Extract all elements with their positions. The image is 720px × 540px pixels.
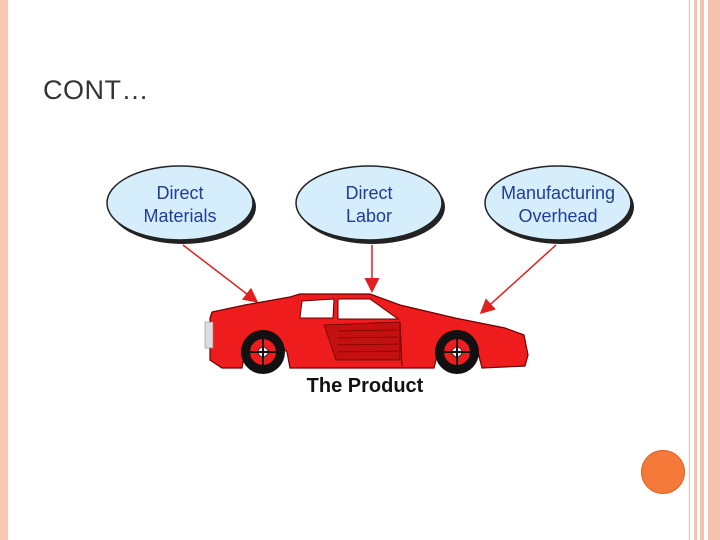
- car-rear-wheel: [241, 330, 285, 374]
- bubble: [484, 165, 632, 241]
- car-window-front: [337, 298, 400, 320]
- product-label: The Product: [307, 375, 424, 397]
- car-rear-grille: [204, 321, 214, 349]
- arrow-materials-to-product: [182, 244, 259, 303]
- bubble: [295, 165, 443, 241]
- border-stripe: [694, 0, 697, 540]
- red-sports-car-icon: [204, 293, 529, 374]
- node-label-line2: Labor: [346, 206, 392, 226]
- node-label-line1: Manufacturing: [501, 183, 615, 203]
- node-label-line1: Direct: [156, 183, 203, 203]
- border-stripe: [700, 0, 704, 540]
- car-window-rear: [299, 298, 335, 319]
- decorative-orange-dot: [641, 450, 685, 494]
- slide-border-left: [0, 0, 8, 540]
- car-side-intake: [323, 321, 401, 361]
- node-label-line1: Direct: [345, 183, 392, 203]
- slide-title: CONT…: [43, 75, 149, 105]
- bubble: [106, 165, 254, 241]
- node-label-line2: Materials: [143, 206, 216, 226]
- car-front-wheel: [435, 330, 479, 374]
- slide-border-right: [689, 0, 720, 540]
- border-stripe: [708, 0, 720, 540]
- node-direct-materials: Direct Materials: [106, 165, 256, 244]
- node-label-line2: Overhead: [518, 206, 597, 226]
- node-manufacturing-overhead: Manufacturing Overhead: [484, 165, 634, 244]
- node-direct-labor: Direct Labor: [295, 165, 445, 244]
- arrow-overhead-to-product: [479, 244, 557, 315]
